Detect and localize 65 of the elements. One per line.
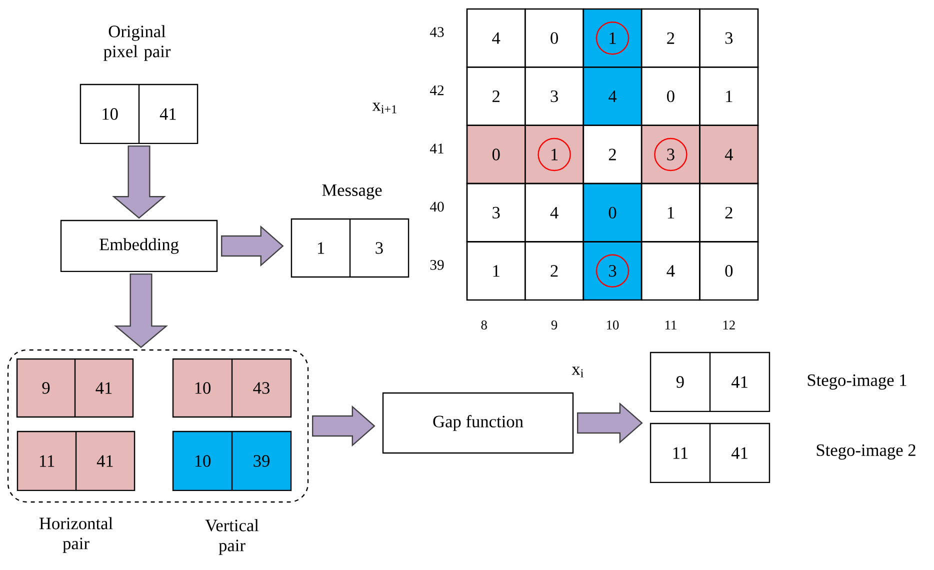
grid-cell: 1 bbox=[466, 241, 526, 301]
grid-cell: 2 bbox=[524, 241, 584, 301]
heading-text: Message bbox=[322, 184, 382, 200]
node-label: 11 bbox=[673, 447, 688, 459]
grid-cell: 3 bbox=[524, 66, 584, 126]
pixel-pair-box: 11 41 bbox=[650, 422, 770, 484]
grid-cell: 3 bbox=[466, 182, 526, 242]
grid-cell: 2 bbox=[582, 124, 642, 184]
block-arrow bbox=[112, 145, 166, 219]
axis-value: 11 bbox=[665, 320, 676, 330]
axis-value: 40 bbox=[430, 202, 444, 212]
grid-cell: 3 bbox=[699, 8, 759, 68]
axis-value: 41 bbox=[430, 144, 444, 154]
axis-value: 9 bbox=[551, 320, 558, 330]
axis-value: 12 bbox=[723, 320, 735, 330]
grid-cell: 0 bbox=[640, 66, 700, 126]
axis-title: x$_{i+1}$ bbox=[372, 102, 396, 114]
grid-cell: 4 bbox=[466, 8, 526, 68]
grid-cell: 0 bbox=[699, 241, 759, 301]
pair-caption: Horizontal pair bbox=[39, 517, 113, 553]
heading-text: Original pixel pair bbox=[104, 25, 171, 61]
axis-value: 42 bbox=[430, 85, 444, 96]
grid-cell: 3 bbox=[582, 241, 642, 301]
axis-value: 8 bbox=[481, 320, 487, 330]
grid-cell: 0 bbox=[466, 124, 526, 184]
process-box: Embedding bbox=[60, 220, 218, 272]
grid-cell: 2 bbox=[699, 182, 759, 242]
pixel-pair-box: 10 39 bbox=[172, 430, 292, 492]
pair-caption: Vertical pair bbox=[205, 519, 259, 555]
pixel-pair-box: 1 3 bbox=[290, 218, 410, 278]
pixel-pair-box: 10 41 bbox=[80, 84, 198, 144]
block-arrow bbox=[577, 402, 643, 444]
grid-cell: 1 bbox=[524, 124, 584, 184]
axis-value: 43 bbox=[430, 27, 444, 38]
node-label: 41 bbox=[731, 447, 748, 459]
axis-title: x$_{i}$ bbox=[572, 366, 584, 378]
grid-cell: 1 bbox=[699, 66, 759, 126]
block-arrow bbox=[114, 273, 168, 348]
node-label: 3 bbox=[376, 242, 383, 254]
block-arrow bbox=[221, 225, 284, 267]
pixel-pair-box: 9 41 bbox=[650, 352, 770, 412]
axis-value: 39 bbox=[430, 260, 444, 270]
grid-cell: 2 bbox=[640, 8, 700, 68]
grid-cell: 1 bbox=[640, 182, 700, 242]
process-box: Gap function bbox=[382, 392, 574, 454]
axis-value: 10 bbox=[607, 320, 619, 330]
pixel-pair-box: 9 41 bbox=[16, 358, 134, 418]
stego-label: Stego-image 1 bbox=[808, 374, 906, 390]
grid-cell: 0 bbox=[582, 182, 642, 242]
group-box bbox=[7, 349, 309, 503]
node-label: 1 bbox=[318, 242, 324, 254]
node-label: 41 bbox=[731, 376, 748, 388]
grid-cell: 3 bbox=[640, 124, 700, 184]
grid-cell: 4 bbox=[699, 124, 759, 184]
grid-cell: 4 bbox=[640, 241, 700, 301]
pixel-pair-box: 11 41 bbox=[16, 430, 136, 492]
block-arrow bbox=[312, 405, 376, 447]
pixel-pair-box: 10 43 bbox=[172, 358, 292, 418]
grid-cell: 0 bbox=[524, 8, 584, 68]
stego-label: Stego-image 2 bbox=[816, 444, 916, 460]
grid-cell: 4 bbox=[582, 66, 642, 126]
node-label: 9 bbox=[676, 376, 684, 388]
grid-cell: 1 bbox=[582, 8, 642, 68]
grid-cell: 4 bbox=[524, 182, 584, 242]
grid-cell: 2 bbox=[466, 66, 526, 126]
